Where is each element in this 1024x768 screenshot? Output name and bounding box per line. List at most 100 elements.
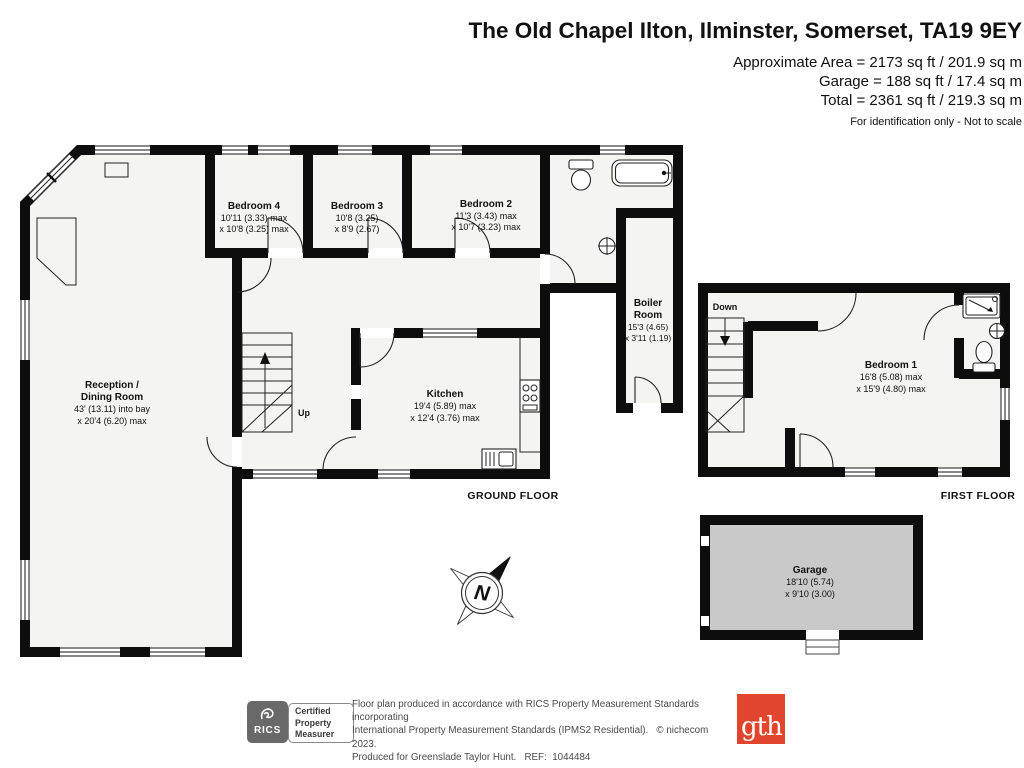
first-floor-label: FIRST FLOOR bbox=[941, 490, 1015, 502]
room-dim: 43' (13.11) into bay bbox=[74, 404, 151, 414]
window bbox=[20, 560, 30, 620]
room-label: Room bbox=[634, 310, 662, 321]
room-dim: x 8'9 (2.67) bbox=[335, 224, 380, 234]
window bbox=[253, 469, 317, 479]
certified-measurer-badge: Certified Property Measurer bbox=[288, 703, 354, 743]
room-dim: 10'11 (3.33) max bbox=[221, 213, 288, 223]
bathroom-fixtures bbox=[568, 159, 673, 255]
ensuite-fixtures bbox=[962, 293, 1006, 373]
toilet-icon bbox=[568, 159, 594, 191]
rics-brand-label: RICS bbox=[253, 725, 282, 736]
room-dim: x 10'7 (3.23) max bbox=[451, 222, 521, 232]
toilet-icon bbox=[972, 340, 996, 373]
garage-area: Garage = 188 sq ft / 17.4 sq m bbox=[818, 73, 1022, 90]
garage-door-step bbox=[805, 630, 840, 655]
window-diagonal bbox=[27, 153, 76, 202]
shower-icon bbox=[962, 293, 1001, 319]
room-labels-garage: Garage 18'10 (5.74) x 9'10 (3.00) bbox=[785, 565, 835, 599]
badge-line: Property bbox=[295, 717, 332, 728]
ground-floor-plan: Bedroom 4 10'11 (3.33) max x 10'8 (3.25)… bbox=[20, 145, 683, 657]
first-floor-outer-walls bbox=[698, 283, 1010, 477]
window bbox=[938, 467, 962, 477]
staircase-down bbox=[705, 317, 745, 433]
room-dim: x 10'8 (3.25) max bbox=[219, 224, 289, 234]
room-labels-ground: Bedroom 4 10'11 (3.33) max x 10'8 (3.25)… bbox=[74, 199, 671, 426]
footer-disclaimer: Floor plan produced in accordance with R… bbox=[352, 698, 732, 764]
windows-first bbox=[845, 388, 1010, 477]
room-dim: 15'3 (4.65) bbox=[628, 322, 669, 332]
room-label: Garage bbox=[793, 565, 828, 576]
first-floor-interior-walls bbox=[743, 288, 1005, 467]
room-label: Bedroom 4 bbox=[228, 201, 281, 212]
up-arrow-icon bbox=[260, 352, 270, 364]
room-label: Bedroom 3 bbox=[331, 201, 384, 212]
bay-feature bbox=[36, 217, 77, 286]
window bbox=[20, 300, 30, 360]
rics-badge: RICS bbox=[247, 701, 288, 743]
sink-icon bbox=[988, 322, 1006, 340]
sink-icon bbox=[598, 237, 616, 255]
stove-icon bbox=[519, 379, 541, 413]
badge-line: Measurer bbox=[295, 729, 335, 739]
window bbox=[423, 328, 477, 338]
total-area: Total = 2361 sq ft / 219.3 sq m bbox=[820, 92, 1022, 109]
room-dim: x 15'9 (4.80) max bbox=[856, 384, 926, 394]
window bbox=[222, 145, 248, 155]
header: The Old Chapel Ilton, Ilminster, Somerse… bbox=[469, 18, 1022, 129]
gth-logo: gth bbox=[737, 694, 785, 744]
window bbox=[150, 647, 205, 657]
approximate-area: Approximate Area = 2173 sq ft / 201.9 sq… bbox=[733, 54, 1022, 71]
room-dim: x 12'4 (3.76) max bbox=[410, 413, 480, 423]
room-dim: 11'3 (3.43) max bbox=[455, 211, 517, 221]
fireplace-icon bbox=[104, 162, 129, 178]
identification-note: For identification only - Not to scale bbox=[850, 116, 1022, 128]
rics-lion-icon bbox=[260, 708, 274, 720]
room-label: Kitchen bbox=[427, 389, 464, 400]
window bbox=[95, 145, 150, 155]
door-arcs-ground bbox=[206, 217, 662, 471]
room-dim: 19'4 (5.89) max bbox=[414, 401, 477, 411]
window bbox=[1000, 388, 1010, 420]
kitchen-fixtures bbox=[481, 338, 541, 470]
stairs-down-label: Down bbox=[713, 302, 738, 312]
room-label: Bedroom 2 bbox=[460, 199, 513, 210]
room-dim: 10'8 (3.25) bbox=[336, 213, 379, 223]
stairs-up-label: Up bbox=[298, 408, 310, 418]
room-dim: 18'10 (5.74) bbox=[786, 577, 834, 587]
room-label: Boiler bbox=[634, 298, 662, 309]
kitchen-sink-icon bbox=[481, 448, 517, 470]
window bbox=[338, 145, 372, 155]
door-arcs-first bbox=[799, 292, 960, 468]
compass-icon: N bbox=[450, 556, 514, 625]
door-openings bbox=[232, 248, 661, 467]
room-dim: x 20'4 (6.20) max bbox=[77, 416, 147, 426]
down-arrow-icon bbox=[720, 336, 730, 346]
disclaimer-line: International Property Measurement Stand… bbox=[352, 725, 709, 750]
counter-line bbox=[519, 338, 540, 453]
gth-logo-text: gth bbox=[741, 712, 783, 742]
room-label: Reception / bbox=[85, 380, 139, 391]
garage-floor bbox=[710, 525, 913, 630]
window bbox=[845, 467, 875, 477]
north-label: N bbox=[473, 581, 492, 606]
windows-ground bbox=[20, 145, 625, 657]
window bbox=[430, 145, 462, 155]
badge-line: Certified bbox=[295, 706, 331, 716]
room-dim: x 3'11 (1.19) bbox=[625, 333, 672, 343]
bathtub-icon bbox=[611, 159, 673, 187]
room-label: Dining Room bbox=[81, 392, 143, 403]
page-title: The Old Chapel Ilton, Ilminster, Somerse… bbox=[468, 18, 1022, 43]
window bbox=[258, 145, 290, 155]
disclaimer-line: Floor plan produced in accordance with R… bbox=[352, 699, 699, 724]
room-label: Bedroom 1 bbox=[865, 360, 918, 371]
first-floor-plan: Bedroom 1 16'8 (5.08) max x 15'9 (4.80) … bbox=[698, 283, 1015, 502]
room-labels-first: Bedroom 1 16'8 (5.08) max x 15'9 (4.80) … bbox=[713, 302, 926, 394]
staircase-up bbox=[241, 332, 293, 433]
room-dim: 16'8 (5.08) max bbox=[860, 372, 923, 382]
window bbox=[378, 469, 410, 479]
disclaimer-line: Produced for Greenslade Taylor Hunt. REF… bbox=[352, 751, 591, 763]
ground-floor-label: GROUND FLOOR bbox=[467, 490, 558, 502]
window bbox=[600, 145, 625, 155]
window bbox=[60, 647, 120, 657]
